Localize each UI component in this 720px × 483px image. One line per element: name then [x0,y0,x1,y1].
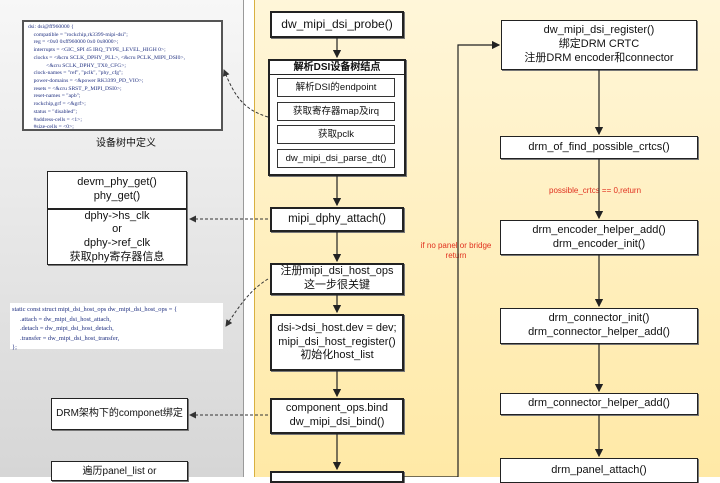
box-line: 绑定DRM CRTC [558,38,640,51]
parse-regmap-item: 获取寄存器map及irq [277,102,395,121]
dts-line: #size-cells = <0>; [28,124,74,131]
dts-line: dsi: dsi@ff960000 { [28,24,74,30]
find-possible-crtcs-box: drm_of_find_possible_crtcs() [500,136,698,159]
host-ops-code: static const struct mipi_dsi_host_ops dw… [10,303,223,351]
dts-line: compatible = "rockchip,rk3399-mipi-dsi"; [28,31,128,38]
component-bind-box: component_ops.bind dw_mipi_dsi_bind() [270,398,404,434]
box-line: dw_mipi_dsi_bind() [289,416,385,428]
dash-hostops-to-code [225,278,269,327]
code-line: .transfer = dw_mipi_dsi_host_transfer, [12,334,120,342]
box-line: 注册DRM encoder和connector [524,51,674,64]
parse-endpoint-item: 解析DSI的endpoint [277,78,395,97]
box-line: devm_phy_get() [77,176,157,189]
parse-dt-header: 解析DSI设备树结点 [270,61,404,75]
box-line: component_ops.bind [285,402,389,415]
possible-crtcs-note: possible_crtcs == 0,return [549,186,642,195]
box-line: 初始化host_list [300,349,374,362]
devm-phy-get-box: devm_phy_get() phy_get() [47,171,187,209]
connector-box: drm_connector_init() drm_connector_helpe… [500,308,698,344]
dts-line: resets = <&cru SRST_P_MIPI_DSI0>; [28,85,122,92]
no-panel-note: if no panel or bridge return [411,241,501,262]
dts-line: power-domains = <&power RK3399_PD_VIO>; [28,78,144,85]
box-line: dsi->dsi_host.dev = dev; [277,321,397,334]
dts-line: rockchip,grf = <&grf>; [28,101,86,108]
parse-dt-func-item: dw_mipi_dsi_parse_dt() [277,149,395,168]
box-line: drm_connector_helper_add() [528,326,670,338]
box-line: or [112,223,122,236]
dts-line: reset-names = "apb"; [28,93,81,100]
dash-parse-to-dts [222,69,269,118]
note-line: if no panel or bridge [420,241,492,250]
parse-dt-group: 解析DSI设备树结点 解析DSI的endpoint 获取寄存器map及irq 获… [268,59,406,176]
box-line: drm_encoder_init() [552,237,646,250]
probe-box: dw_mipi_dsi_probe() [270,11,404,38]
dphy-clk-box: dphy->hs_clk or dphy->ref_clk 获取phy寄存器信息 [47,209,187,265]
encoder-box: drm_encoder_helper_add() drm_encoder_ini… [500,220,698,255]
dts-line: clocks = <&cru SCLK_DPHY_PLL>, <&cru PCL… [28,54,186,61]
box-line: mipi_dsi_host_register() [278,335,396,348]
dphy-attach-box: mipi_dphy_attach() [270,207,404,232]
box-line: 获取phy寄存器信息 [69,250,165,263]
code-line: .detach = dw_mipi_dsi_host_detach, [12,325,114,333]
box-line: 注册mipi_dsi_host_ops [280,265,394,278]
dsi-register-box: dw_mipi_dsi_register() 绑定DRM CRTC 注册DRM … [501,20,697,70]
parse-pclk-item: 获取pclk [277,125,395,144]
dts-line: <&cru SCLK_DPHY_TX0_CFG>; [28,62,126,69]
host-register-box: dsi->dsi_host.dev = dev; mipi_dsi_host_r… [270,314,404,371]
connector-helper-box: drm_connector_helper_add() [500,393,698,415]
dts-line: clock-names = "ref", "pclk", "phy_cfg"; [28,70,123,77]
device-tree-node: dsi: dsi@ff960000 { compatible = "rockch… [22,20,223,131]
box-line: dw_mipi_dsi_register() [543,24,655,37]
dts-line: status = "disabled"; [28,108,78,115]
code-line: .attach = dw_mipi_dsi_host_attach, [12,315,111,323]
componet-bind-box: DRM架构下的componet绑定 [51,398,188,430]
box-line: phy_get() [93,190,141,202]
arrow-to-dsi-register [404,40,501,477]
code-line: static const struct mipi_dsi_host_ops dw… [12,306,178,313]
box-line: dphy->ref_clk [83,237,151,249]
dts-line: #address-cells = <1>; [28,116,82,123]
box-line: drm_connector_init() [548,312,650,325]
note-line: return [445,251,467,261]
box-line: dphy->hs_clk [84,209,150,222]
host-ops-box: 注册mipi_dsi_host_ops 这一步很关键 [270,263,404,295]
device-tree-caption: 设备树中定义 [96,138,156,149]
dts-line: reg = <0x0 0xff960000 0x0 0x8000>; [28,39,119,46]
box-line: 这一步很关键 [304,279,370,291]
code-line: }; [12,344,17,352]
box-line: drm_encoder_helper_add() [532,223,666,236]
dts-line: interrupts = <GIC_SPI 45 IRQ_TYPE_LEVEL_… [28,47,166,54]
